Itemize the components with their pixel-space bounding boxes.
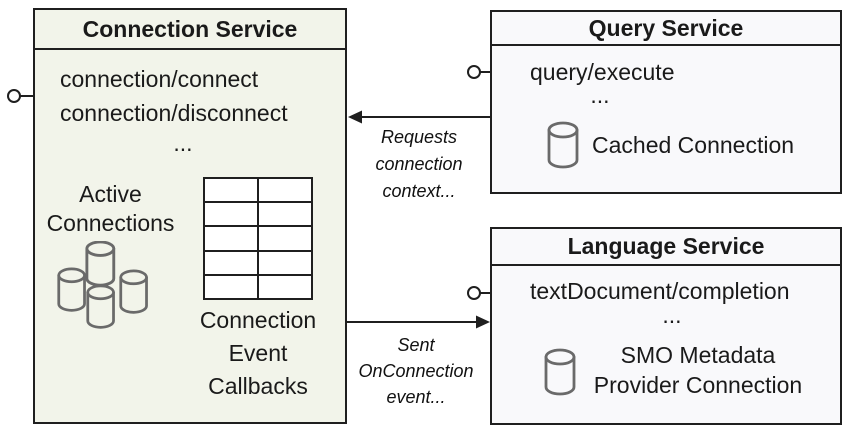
sent-arrowhead-icon [476,315,490,329]
language-service-title: Language Service [492,229,840,266]
cached-connection-label: Cached Connection [592,132,795,158]
query-service-title: Query Service [492,12,840,46]
connection-event-callbacks-label: Connection Event Callbacks [199,307,317,399]
table-cell [259,179,311,202]
connection-interface-icon [7,89,21,103]
table-cell [205,203,257,226]
query-methods-ellipsis: ... [590,82,610,108]
connection-methods-ellipsis: ... [173,130,193,156]
method-connection-connect: connection/connect [60,66,259,92]
table-cell [205,179,257,202]
table-cell [259,275,311,298]
table-cell [259,203,311,226]
active-connections-label: Active Connections [46,181,175,236]
language-service-box: Language Service textDocument/completion… [490,227,842,425]
table-cell [259,251,311,274]
database-cluster-icon [57,241,148,329]
connection-service-title: Connection Service [35,10,345,50]
language-interface-icon [467,286,481,300]
connection-methods: connection/connect connection/disconnect… [60,62,306,156]
table-cell [205,251,257,274]
table-cell [205,275,257,298]
callbacks-table [203,177,313,300]
method-connection-disconnect: connection/disconnect [60,100,288,126]
query-service-box: Query Service query/execute ... Cached C… [490,10,842,194]
language-methods-ellipsis: ... [662,302,682,328]
requests-arrowhead-icon [348,110,362,124]
method-textdocument-completion: textDocument/completion [530,278,790,304]
table-cell [205,227,257,250]
connection-service-box: Connection Service connection/connect co… [33,8,347,424]
table-cell [259,227,311,250]
smo-metadata-provider-label: SMO Metadata Provider Connection [593,342,803,398]
requests-connection-context-label: Requests connection context... [375,127,463,201]
database-icon [547,121,579,169]
sent-onconnection-event-label: Sent OnConnection event... [358,335,474,407]
database-icon [544,348,576,396]
method-query-execute: query/execute [530,59,675,85]
query-interface-icon [467,65,481,79]
